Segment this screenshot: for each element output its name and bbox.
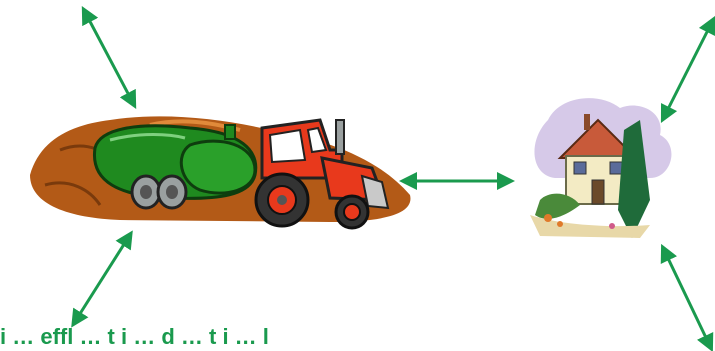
arrow-top-left [86, 14, 132, 101]
house-icon [530, 98, 671, 238]
tractor-with-slurry-tank-icon [30, 116, 410, 228]
caption-text: i … effl … t i … d … t i … l [0, 322, 269, 351]
arrow-bottom-left [76, 238, 128, 320]
arrow-top-right [665, 24, 711, 115]
arrow-bottom-right [665, 252, 709, 344]
